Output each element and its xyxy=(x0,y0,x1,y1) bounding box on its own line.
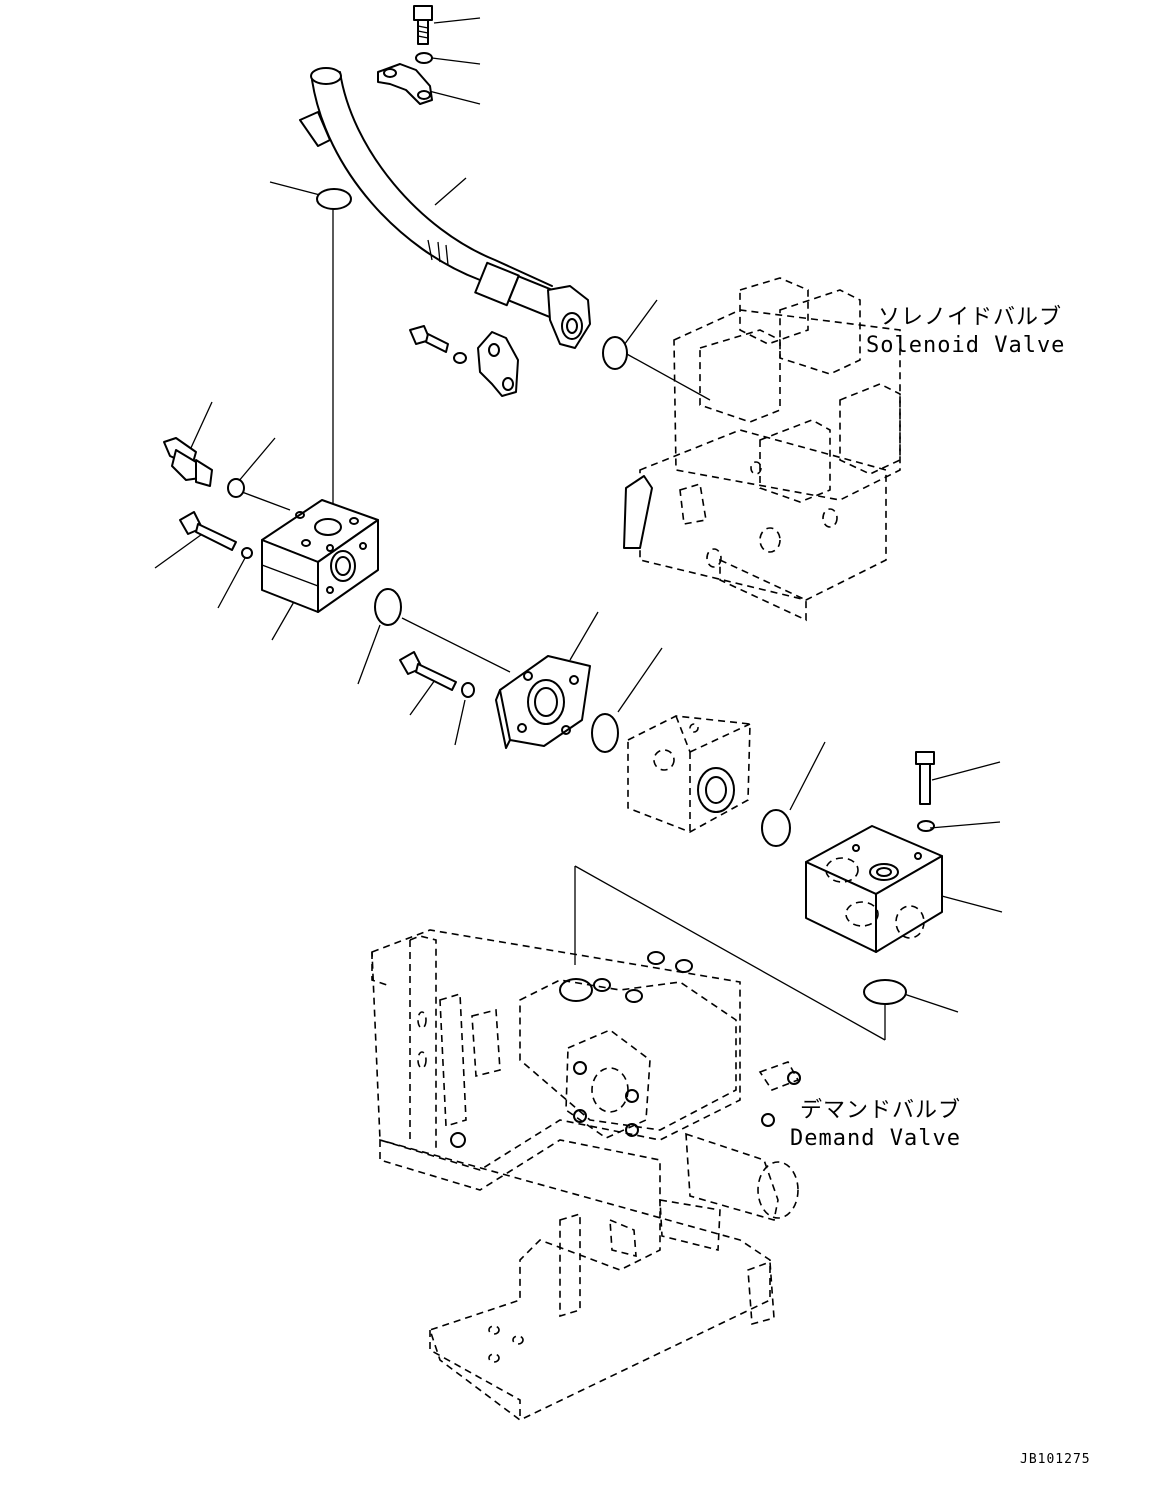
o-ring-icon xyxy=(761,809,791,847)
left-bolt-icon xyxy=(179,511,237,551)
right-block-icon xyxy=(805,825,943,953)
o-ring-icon xyxy=(602,336,628,370)
lower-bolt-icon xyxy=(399,651,457,691)
left-washer-icon xyxy=(241,547,253,559)
drawing-code: JB101275 xyxy=(1020,1452,1091,1467)
o-ring-icon xyxy=(227,478,245,498)
demand-valve-label-jp: デマンドバルブ xyxy=(800,1098,962,1123)
flange-plate-icon xyxy=(495,655,591,749)
lower-washer-icon xyxy=(461,682,475,698)
o-ring-icon xyxy=(863,979,907,1005)
right-washer-icon xyxy=(917,820,935,832)
o-ring-icon xyxy=(316,188,352,210)
solenoid-valve-label-jp: ソレノイドバルブ xyxy=(878,305,1063,330)
mid-bolt-icon xyxy=(409,325,449,353)
o-ring-icon xyxy=(591,713,619,753)
left-block-icon xyxy=(261,499,379,613)
demand-valve-icon xyxy=(371,929,801,1421)
mid-washer-icon xyxy=(453,352,467,364)
pressure-sensor-icon xyxy=(163,437,213,487)
o-ring-icon xyxy=(374,588,402,626)
hydraulic-hose-icon xyxy=(299,67,591,349)
solenoid-valve-label-en: Solenoid Valve xyxy=(866,333,1066,358)
solenoid-valve-icon xyxy=(623,277,901,622)
top-bolt-icon xyxy=(413,5,433,45)
top-clamp-icon xyxy=(377,63,433,105)
demand-valve-label-en: Demand Valve xyxy=(790,1126,961,1151)
right-bolt-icon xyxy=(915,751,935,805)
leader-lines xyxy=(154,17,1003,1041)
top-washer-icon xyxy=(415,52,433,64)
port-block-icon xyxy=(627,715,751,833)
mid-clamp-icon xyxy=(477,331,519,397)
